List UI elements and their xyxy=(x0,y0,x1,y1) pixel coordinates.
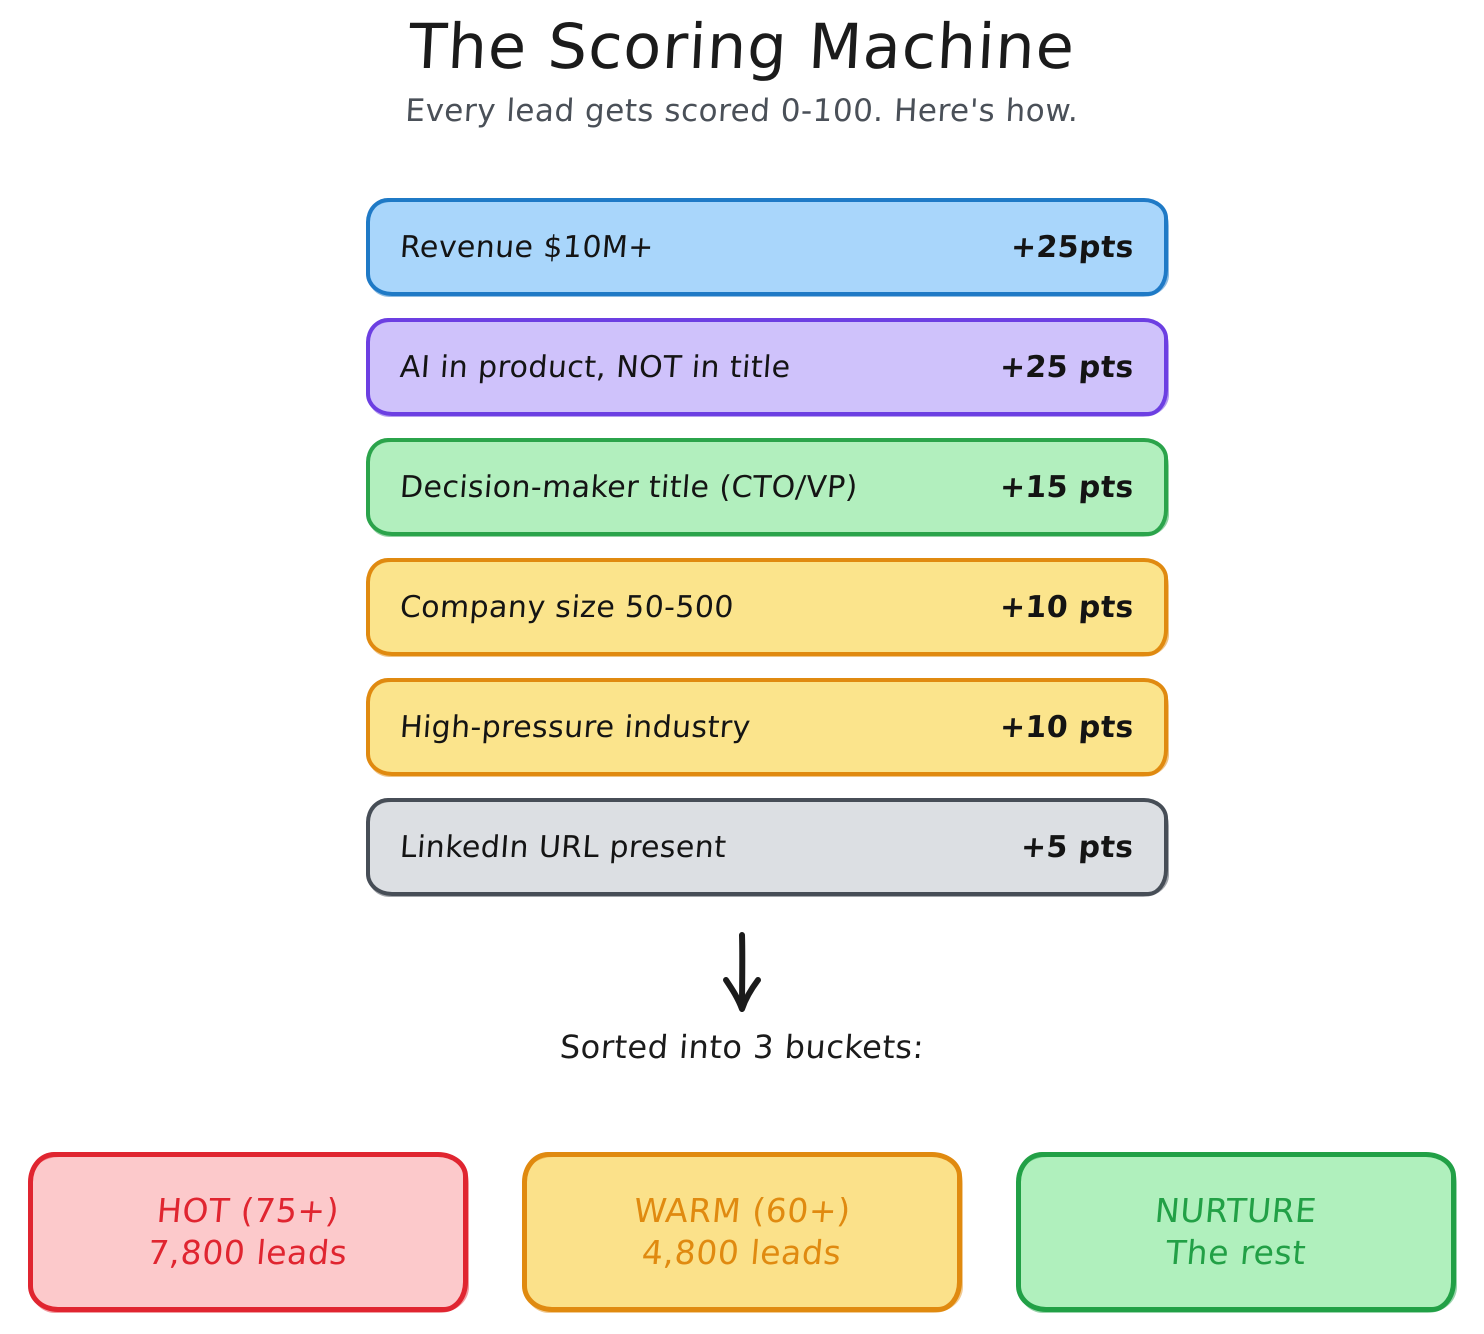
criterion-row-linkedin-url: LinkedIn URL present +5 pts xyxy=(366,798,1169,897)
scoring-criteria-list: Revenue $10M+ +25pts AI in product, NOT … xyxy=(366,198,1169,918)
sorted-into-buckets-label: Sorted into 3 buckets: xyxy=(558,1028,926,1066)
diagram-header: The Scoring Machine Every lead gets scor… xyxy=(0,0,1484,129)
criterion-row-high-pressure-industry: High-pressure industry +10 pts xyxy=(366,678,1169,777)
bucket-title: WARM (60+) xyxy=(632,1190,853,1230)
criterion-label: AI in product, NOT in title xyxy=(398,349,792,385)
criterion-label: LinkedIn URL present xyxy=(398,829,728,865)
page-title: The Scoring Machine xyxy=(407,10,1077,83)
criterion-points: +10 pts xyxy=(998,589,1136,625)
bucket-hot: HOT (75+) 7,800 leads xyxy=(28,1152,469,1313)
criterion-label: High-pressure industry xyxy=(398,709,752,745)
bucket-title: HOT (75+) xyxy=(155,1190,341,1230)
criterion-points: +25pts xyxy=(1009,229,1136,265)
bucket-count: 7,800 leads xyxy=(146,1233,350,1272)
bucket-count: 4,800 leads xyxy=(640,1233,844,1272)
criterion-label: Company size 50-500 xyxy=(398,589,736,625)
criterion-label: Decision-maker title (CTO/VP) xyxy=(398,469,859,505)
criterion-points: +25 pts xyxy=(998,349,1136,385)
criterion-label: Revenue $10M+ xyxy=(398,229,655,265)
bucket-title: NURTURE xyxy=(1153,1190,1319,1230)
criterion-row-decision-maker-title: Decision-maker title (CTO/VP) +15 pts xyxy=(366,438,1169,537)
bucket-warm: WARM (60+) 4,800 leads xyxy=(522,1152,963,1313)
bucket-row: HOT (75+) 7,800 leads WARM (60+) 4,800 l… xyxy=(0,1152,1484,1313)
criterion-points: +10 pts xyxy=(998,709,1136,745)
criterion-row-company-size: Company size 50-500 +10 pts xyxy=(366,558,1169,657)
criterion-points: +15 pts xyxy=(998,469,1136,505)
down-arrow-icon xyxy=(723,932,761,1012)
criterion-row-ai-in-product: AI in product, NOT in title +25 pts xyxy=(366,318,1169,417)
page-subtitle: Every lead gets scored 0-100. Here's how… xyxy=(404,93,1080,130)
flow-connector: Sorted into 3 buckets: xyxy=(0,932,1484,1066)
bucket-nurture: NURTURE The rest xyxy=(1016,1152,1457,1313)
criterion-points: +5 pts xyxy=(1020,829,1136,865)
bucket-count: The rest xyxy=(1164,1233,1308,1272)
criterion-row-revenue: Revenue $10M+ +25pts xyxy=(366,198,1169,297)
